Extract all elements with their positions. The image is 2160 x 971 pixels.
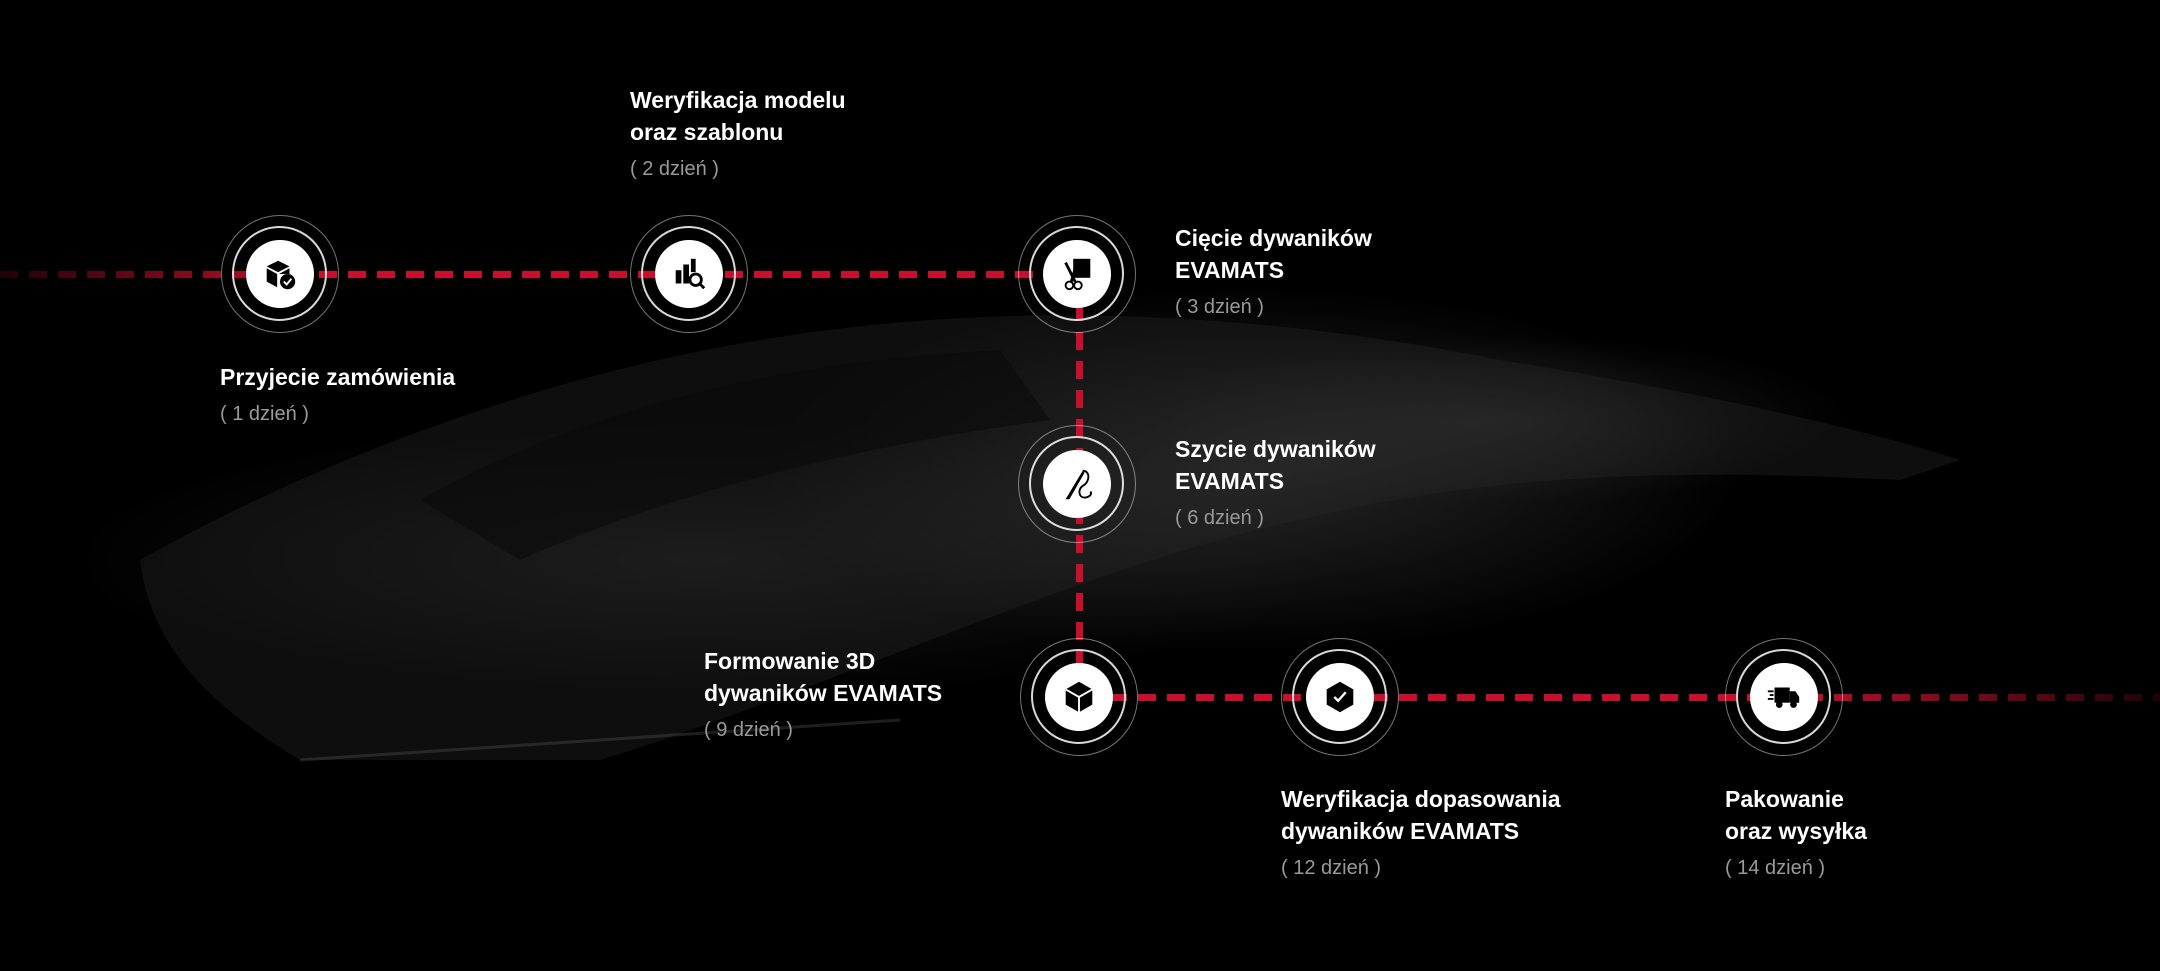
step-title: oraz wysyłka <box>1725 818 1867 844</box>
needle-thread-icon <box>1065 469 1092 500</box>
step-duration: ( 3 dzień ) <box>1175 296 1264 318</box>
step-title: Weryfikacja dopasowania <box>1281 786 1561 812</box>
step-title: Szycie dywaników <box>1175 436 1376 462</box>
step-2-label: Weryfikacja modelu oraz szablonu ( 2 dzi… <box>630 84 846 181</box>
step-duration: ( 6 dzień ) <box>1175 507 1264 529</box>
step-1-node[interactable] <box>221 215 339 333</box>
chart-search-icon <box>675 258 706 290</box>
step-title: Weryfikacja modelu <box>630 87 846 113</box>
step-title: oraz szablonu <box>630 119 784 145</box>
step-4-label: Szycie dywaników EVAMATS ( 6 dzień ) <box>1175 433 1376 530</box>
step-title: EVAMATS <box>1175 468 1285 494</box>
step-title: dywaników EVAMATS <box>704 680 943 706</box>
scissors-icon <box>1064 258 1091 291</box>
step-duration: ( 12 dzień ) <box>1281 857 1382 879</box>
package-check-icon <box>266 260 296 290</box>
step-duration: ( 2 dzień ) <box>630 158 719 180</box>
shield-check-icon <box>1326 681 1354 713</box>
step-6-node[interactable] <box>1281 638 1399 756</box>
step-7-label: Pakowanie oraz wysyłka ( 14 dzień ) <box>1725 783 1867 880</box>
step-1-label: Przyjecie zamówienia ( 1 dzień ) <box>220 361 455 426</box>
timeline-connector-bottom <box>1080 694 2160 701</box>
step-title: EVAMATS <box>1175 257 1285 283</box>
step-title: Formowanie 3D <box>704 648 876 674</box>
step-duration: ( 1 dzień ) <box>220 403 309 425</box>
step-duration: ( 14 dzień ) <box>1725 857 1826 879</box>
step-title: dywaników EVAMATS <box>1281 818 1520 844</box>
cube-icon <box>1065 681 1093 713</box>
step-3-label: Cięcie dywaników EVAMATS ( 3 dzień ) <box>1175 222 1372 319</box>
delivery-truck-icon <box>1767 687 1800 708</box>
step-title: Pakowanie <box>1725 786 1844 812</box>
step-title: Cięcie dywaników <box>1175 225 1372 251</box>
step-4-node[interactable] <box>1018 425 1136 543</box>
timeline-connector-top <box>0 271 1080 278</box>
step-title: Przyjecie zamówienia <box>220 364 456 390</box>
step-2-node[interactable] <box>630 215 748 333</box>
step-6-label: Weryfikacja dopasowania dywaników EVAMAT… <box>1281 783 1561 880</box>
step-3-node[interactable] <box>1018 215 1136 333</box>
step-5-label: Formowanie 3D dywaników EVAMATS ( 9 dzie… <box>704 645 942 742</box>
step-duration: ( 9 dzień ) <box>704 719 793 741</box>
step-5-node[interactable] <box>1020 638 1138 756</box>
step-7-node[interactable] <box>1725 638 1843 756</box>
